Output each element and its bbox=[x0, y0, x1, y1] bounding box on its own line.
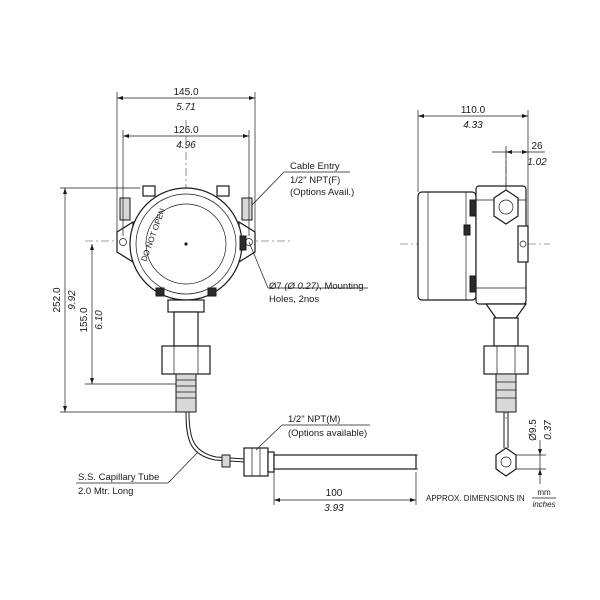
legend-unit-inches: inches bbox=[532, 500, 555, 509]
mount-width-mm: 126.0 bbox=[173, 125, 198, 136]
units-legend: APPROX. DIMENSIONS IN mm inches bbox=[426, 488, 556, 509]
cable-entry-right bbox=[241, 197, 253, 221]
side-width-in: 4.33 bbox=[463, 120, 483, 131]
cable-entry-title: Cable Entry bbox=[290, 161, 340, 172]
front-height-mm: 252.0 bbox=[52, 287, 63, 312]
housing-cover bbox=[145, 203, 227, 285]
side-offset-in: 1.02 bbox=[527, 157, 547, 168]
center-height-in: 6.10 bbox=[94, 310, 105, 330]
bulb-dia-in: 0.37 bbox=[543, 420, 554, 440]
front-width-mm: 145.0 bbox=[173, 87, 198, 98]
sensing-bulb bbox=[273, 454, 417, 470]
bulb-fitting bbox=[243, 447, 269, 477]
side-width-mm: 110.0 bbox=[461, 105, 486, 116]
legend-text: APPROX. DIMENSIONS IN bbox=[426, 494, 525, 503]
side-cable-entry bbox=[493, 189, 519, 225]
mounting-holes-count: Holes, 2nos bbox=[269, 294, 319, 305]
mounting-holes-label: , Mounting bbox=[319, 281, 363, 292]
side-bulb-end bbox=[495, 447, 517, 477]
cable-entry-left bbox=[119, 197, 131, 221]
cable-entry-size: 1/2" NPT(F) bbox=[290, 175, 340, 186]
cable-entry-options: (Options Avail.) bbox=[290, 187, 354, 198]
side-offset-mm: 26 bbox=[531, 141, 543, 152]
front-height-in: 9.92 bbox=[67, 290, 78, 310]
side-cover bbox=[417, 191, 477, 301]
capillary-tube bbox=[185, 411, 246, 463]
bulb-length-in: 3.93 bbox=[324, 503, 344, 514]
legend-unit-mm: mm bbox=[537, 488, 551, 497]
process-conn-size: 1/2" NPT(M) bbox=[288, 414, 340, 425]
center-height-mm: 155.0 bbox=[79, 307, 90, 332]
mount-width-in: 4.96 bbox=[176, 140, 196, 151]
side-view: 110.0 4.33 26 1.02 Ø9.5 0.37 bbox=[400, 105, 554, 484]
front-width-in: 5.71 bbox=[176, 102, 195, 113]
mounting-holes-dia: Ø7 bbox=[269, 281, 284, 292]
capillary-label: S.S. Capillary Tube bbox=[78, 472, 159, 483]
bulb-dia-mm: Ø9.5 bbox=[528, 419, 539, 441]
mounting-holes-dia-in: (Ø 0.27) bbox=[284, 281, 319, 292]
bulb-length-mm: 100 bbox=[326, 488, 343, 499]
process-conn-options: (Options available) bbox=[288, 428, 367, 439]
capillary-length: 2.0 Mtr. Long bbox=[78, 486, 133, 497]
hex-nut bbox=[161, 345, 211, 375]
mounting-holes-line1: Ø7 (Ø 0.27), Mounting bbox=[269, 281, 364, 292]
front-view: DO NOT OPEN 145.0 5.71 bbox=[52, 87, 417, 514]
